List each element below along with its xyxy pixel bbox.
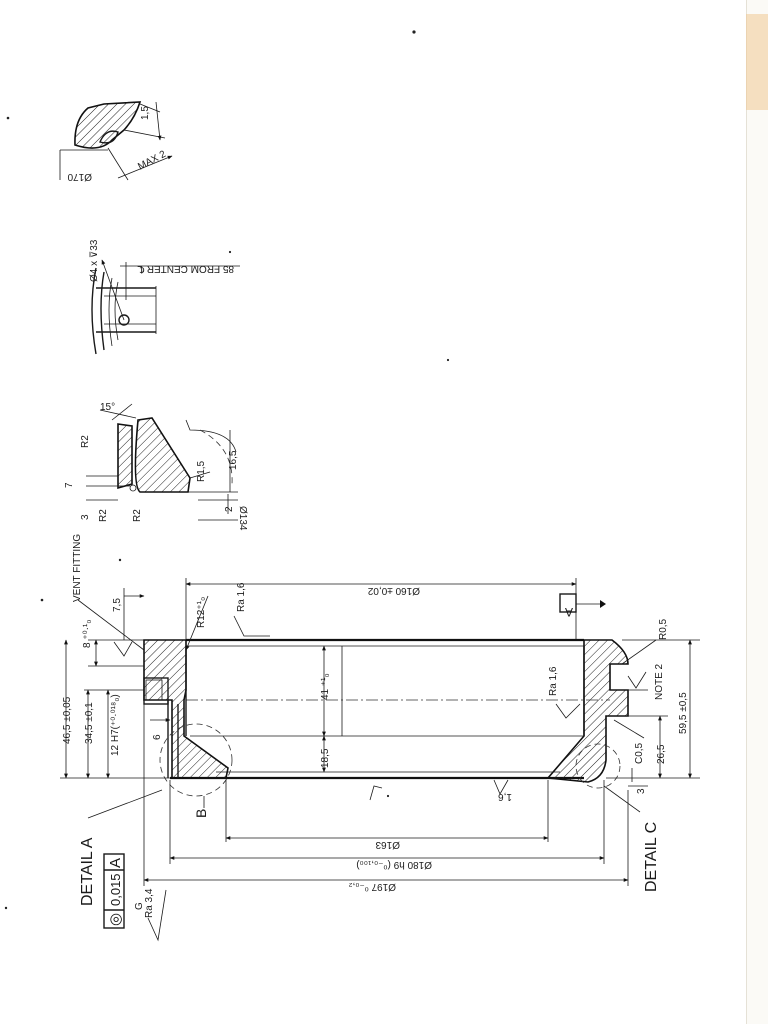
radius-0-5-label: R0,5	[658, 618, 669, 640]
detail-c-label: DETAIL C	[643, 822, 660, 892]
detail-top-max: MAX 2	[136, 149, 168, 173]
vent-hole-spec: Ø4 x ⊽33	[89, 239, 100, 282]
detail-top-diameter: Ø170	[67, 171, 92, 182]
concentricity-symbol: ◎	[107, 913, 124, 926]
radius-1-5-label: R1,5	[196, 460, 207, 482]
detail-top-size: 1,5	[140, 106, 151, 120]
chamfer-label: C0,5	[634, 742, 645, 764]
roughness-top: Ra 1,6	[236, 582, 247, 612]
radius-bottom-label: R2	[132, 509, 143, 522]
dim-2: 2	[224, 506, 235, 512]
dim-3: 3	[80, 514, 91, 520]
radius-top-label: R2	[80, 435, 91, 448]
scan-specks	[4, 30, 450, 910]
note-2-label: NOTE 2	[654, 663, 665, 700]
profile-diameter: Ø134	[237, 506, 248, 531]
dim-dia-163: Ø163	[375, 839, 400, 850]
groove-detail: Ø170 MAX 2 1,5	[59, 101, 173, 182]
concentricity-frame: A 0,015 ◎	[103, 853, 125, 929]
vent-fitting-label: VENT FITTING	[72, 534, 83, 602]
vent-hole-distance: 85 FROM CENTER ℄	[137, 263, 234, 274]
dim-dia-160: Ø160 ±0,02	[367, 585, 420, 596]
dim-7: 7	[64, 482, 75, 488]
dim-18-5: 18,5	[320, 748, 331, 768]
roughness-left: Ra 3,4	[144, 888, 155, 918]
angle-label: 15°	[100, 402, 115, 413]
dim-dia-197: Ø197 ⁰₋₀,₂	[349, 881, 396, 892]
dim-59-5: 59,5 ±0,5	[678, 692, 689, 734]
main-section-view: Ø160 ±0,02 A R12⁺¹₀ Ra 1,6 41 ⁺¹₀ 18,5 R…	[60, 534, 700, 942]
profile-detail: 15° R2 7 3 R2 R2 R1,5 16,5 2 Ø134	[64, 402, 248, 531]
dim-34-5: 34,5 ±0,1	[84, 702, 95, 744]
detail-b-label: B	[193, 809, 209, 818]
dim-7-5: 7,5	[112, 598, 123, 612]
datum-a-box: A	[565, 605, 573, 619]
concentricity-value: 0,015	[108, 873, 123, 906]
dim-41: 41 ⁺¹₀	[320, 673, 331, 700]
dim-8: 8 ⁺⁰·¹₀	[82, 620, 93, 648]
dim-3-right: 3	[636, 788, 647, 794]
radius-left-label: R2	[98, 509, 109, 522]
roughness-bottom: 1,6	[498, 791, 512, 802]
dim-12-h7: 12 H7(⁺⁰·⁰¹⁸₀)	[110, 694, 121, 756]
roughness-left-g: G	[134, 902, 145, 910]
concentricity-datum: A	[107, 858, 124, 868]
dim-16-5: 16,5	[228, 450, 239, 470]
dim-dia-180: Ø180 h9 (⁰₋₀,₁₀₀)	[356, 859, 432, 870]
dim-46-5: 46,5 ±0,05	[62, 696, 73, 744]
roughness-mid: Ra 1,6	[548, 666, 559, 696]
detail-a-label: DETAIL A	[79, 837, 96, 906]
radius-12-label: R12⁺¹₀	[196, 597, 207, 628]
dim-26-5: 26,5	[656, 744, 667, 764]
page-edge-strip	[746, 0, 768, 1024]
dim-6: 6	[152, 734, 163, 740]
page-edge-tab	[746, 14, 768, 110]
vent-hole-detail: Ø4 x ⊽33 85 FROM CENTER ℄	[89, 239, 240, 355]
